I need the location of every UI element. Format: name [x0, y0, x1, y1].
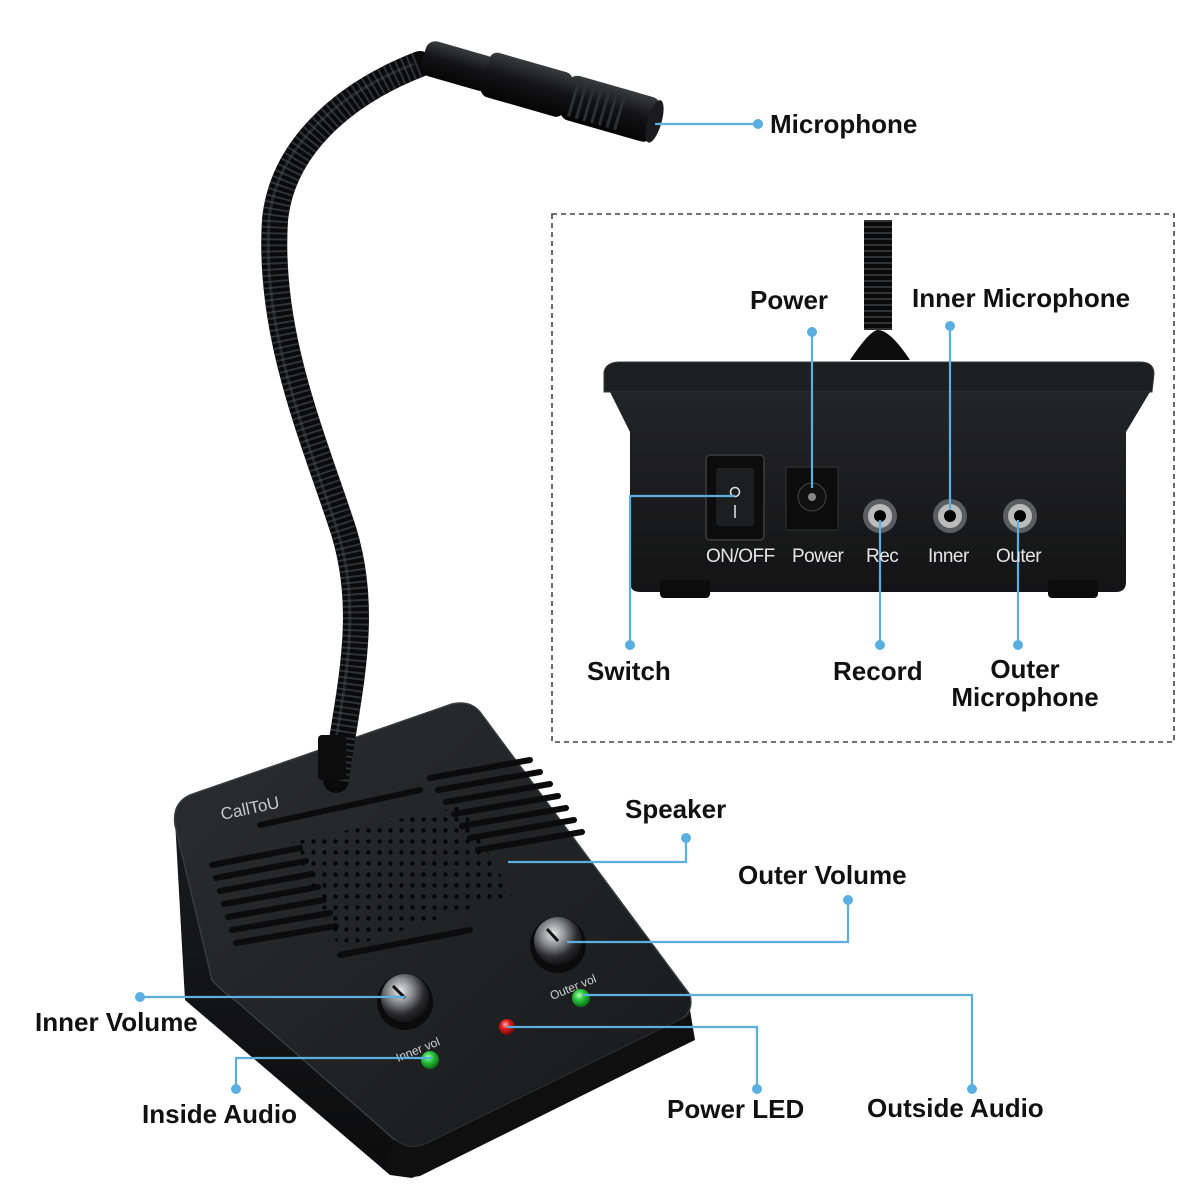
- leader-dots: [135, 119, 1023, 1094]
- power-panel-text: Power: [792, 546, 844, 567]
- inner-volume-knob[interactable]: [377, 974, 433, 1030]
- outer-panel-text: Outer: [996, 546, 1042, 567]
- switch-label: Switch: [587, 656, 671, 686]
- rear-panel-device: [603, 220, 1155, 598]
- inner-microphone-label: Inner Microphone: [912, 283, 1131, 313]
- leader-lines: [140, 122, 1020, 1088]
- power-led-label: Power LED: [667, 1094, 805, 1124]
- microphone-head: [420, 41, 664, 143]
- outside-audio-label: Outside Audio: [867, 1093, 1044, 1123]
- outer-volume-label: Outer Volume: [738, 860, 907, 890]
- microphone-label: Microphone: [770, 109, 918, 139]
- inner-panel-text: Inner: [928, 546, 969, 567]
- rear-panel-frame: [551, 213, 1175, 743]
- outer-microphone-label: Outer Microphone: [951, 654, 1099, 712]
- gooseneck: [261, 51, 433, 793]
- outer-volume-knob[interactable]: [530, 917, 586, 973]
- inner-volume-label: Inner Volume: [35, 1007, 198, 1037]
- speaker-grille: [292, 806, 512, 950]
- outer-jack[interactable]: [1003, 499, 1037, 533]
- power-label: Power: [750, 285, 829, 315]
- switch-panel-text: ON/OFF: [706, 546, 775, 567]
- record-label: Record: [833, 656, 923, 686]
- rec-jack[interactable]: [863, 499, 897, 533]
- inside-audio-label: Inside Audio: [142, 1099, 298, 1129]
- grille-slats: [209, 757, 585, 958]
- rec-panel-text: Rec: [866, 546, 899, 567]
- outside-audio-led: [572, 989, 590, 1007]
- inside-audio-led: [421, 1051, 439, 1069]
- speaker-label: Speaker: [625, 794, 727, 824]
- inner-jack[interactable]: [933, 499, 967, 533]
